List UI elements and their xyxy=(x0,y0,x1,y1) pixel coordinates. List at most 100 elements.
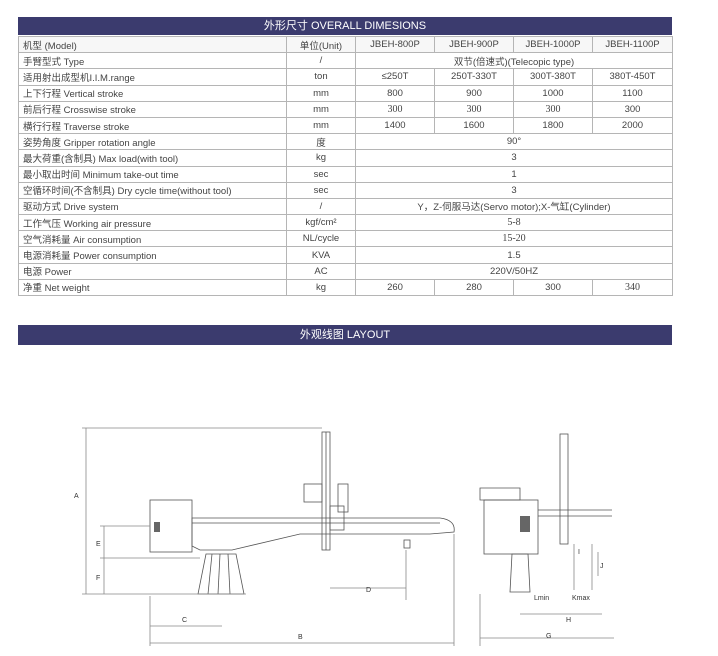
row-value: 260 xyxy=(355,278,435,297)
row-label: 横行行程 Traverse stroke xyxy=(18,116,287,135)
header-model-3: JBEH-1100P xyxy=(592,35,673,54)
header-model-2: JBEH-1000P xyxy=(513,35,593,54)
label-d: D xyxy=(366,587,371,594)
label-j: J xyxy=(600,563,604,570)
row-value-merged: 90° xyxy=(355,133,673,151)
row-unit: AC xyxy=(286,262,356,280)
label-i: I xyxy=(578,549,580,556)
row-label: 电源 Power xyxy=(18,262,287,280)
row-value: 300T-380T xyxy=(513,68,593,86)
label-f: F xyxy=(96,575,100,582)
row-label: 最大荷重(含制具) Max load(with tool) xyxy=(18,149,287,167)
row-value-merged: 5-8 xyxy=(355,214,673,232)
row-value: 2000 xyxy=(592,116,673,135)
table-row: 空循环时间(不含制具) Dry cycle time(without tool)… xyxy=(18,181,673,199)
header-model-0: JBEH-800P xyxy=(355,35,435,54)
row-label: 上下行程 Vertical stroke xyxy=(18,84,287,102)
label-g: G xyxy=(546,633,551,640)
row-value: 300 xyxy=(434,100,514,118)
row-value-merged: 1.5 xyxy=(355,246,673,264)
label-e: E xyxy=(96,541,101,548)
row-value: 250T-330T xyxy=(434,68,514,86)
row-value-merged: 220V/50HZ xyxy=(355,262,673,280)
row-value: 380T-450T xyxy=(592,68,673,86)
row-unit: kg xyxy=(286,278,356,297)
row-unit: NL/cycle xyxy=(286,230,356,248)
label-lmin: Lmin xyxy=(534,595,549,602)
row-value-merged: 3 xyxy=(355,181,673,199)
row-value: 1400 xyxy=(355,116,435,135)
table-row: 驱动方式 Drive system/Y，Z-伺服马达(Servo motor);… xyxy=(18,197,673,216)
row-value-merged: 双节(倍速式)(Telecopic type) xyxy=(355,52,673,70)
row-unit: ton xyxy=(286,68,356,86)
row-unit: KVA xyxy=(286,246,356,264)
header-model-label: 机型 (Model) xyxy=(18,35,287,54)
header-model-1: JBEH-900P xyxy=(434,35,514,54)
row-value: 340 xyxy=(592,278,673,297)
row-value-merged: 1 xyxy=(355,165,673,183)
row-unit: kgf/cm² xyxy=(286,214,356,232)
side-vertical-arm xyxy=(559,433,569,545)
header-unit-label: 单位(Unit) xyxy=(286,35,356,54)
row-unit: mm xyxy=(286,116,356,135)
row-value: 300 xyxy=(513,100,593,118)
row-unit: mm xyxy=(286,100,356,118)
row-value: ≤250T xyxy=(355,68,435,86)
row-label: 最小取出时间 Minimum take-out time xyxy=(18,165,287,183)
label-kmax: Kmax xyxy=(572,595,590,602)
row-value: 280 xyxy=(434,278,514,297)
row-value: 300 xyxy=(592,100,673,118)
row-label: 空气消耗量 Air consumption xyxy=(18,230,287,248)
row-unit: sec xyxy=(286,181,356,199)
row-value: 1000 xyxy=(513,84,593,102)
layout-drawing: A B C D E F G H I J Lmin Kmax xyxy=(74,427,614,646)
row-unit: mm xyxy=(286,84,356,102)
row-unit: / xyxy=(286,197,356,216)
row-unit: sec xyxy=(286,165,356,183)
row-label: 空循环时间(不含制具) Dry cycle time(without tool) xyxy=(18,181,287,199)
row-value-merged: 15-20 xyxy=(355,230,673,248)
row-label: 姿势角度 Gripper rotation angle xyxy=(18,133,287,151)
side-view xyxy=(479,433,614,646)
row-value: 1600 xyxy=(434,116,514,135)
front-view xyxy=(82,427,455,646)
row-value: 300 xyxy=(513,278,593,297)
traverse-beam xyxy=(191,517,455,551)
row-value: 900 xyxy=(434,84,514,102)
base xyxy=(197,553,245,595)
table-row: 手臂型式 Type/双节(倍速式)(Telecopic type) xyxy=(18,52,673,70)
row-value-merged: Y，Z-伺服马达(Servo motor);X-气缸(Cylinder) xyxy=(355,197,673,216)
row-label: 手臂型式 Type xyxy=(18,52,287,70)
row-unit: kg xyxy=(286,149,356,167)
row-unit: / xyxy=(286,52,356,70)
label-c: C xyxy=(182,617,187,624)
row-value: 300 xyxy=(355,100,435,118)
label-h: H xyxy=(566,617,571,624)
row-label: 前后行程 Crosswise stroke xyxy=(18,100,287,118)
row-label: 工作气压 Working air pressure xyxy=(18,214,287,232)
row-value-merged: 3 xyxy=(355,149,673,167)
label-b: B xyxy=(298,634,303,641)
layout-title: 外观线图 LAYOUT xyxy=(18,325,672,345)
row-value: 800 xyxy=(355,84,435,102)
row-value: 1800 xyxy=(513,116,593,135)
row-label: 驱动方式 Drive system xyxy=(18,197,287,216)
side-base xyxy=(509,553,531,593)
row-unit: 度 xyxy=(286,133,356,151)
overall-dimensions-title: 外形尺寸 OVERALL DIMESIONS xyxy=(18,17,672,35)
row-label: 电源消耗量 Power consumption xyxy=(18,246,287,264)
